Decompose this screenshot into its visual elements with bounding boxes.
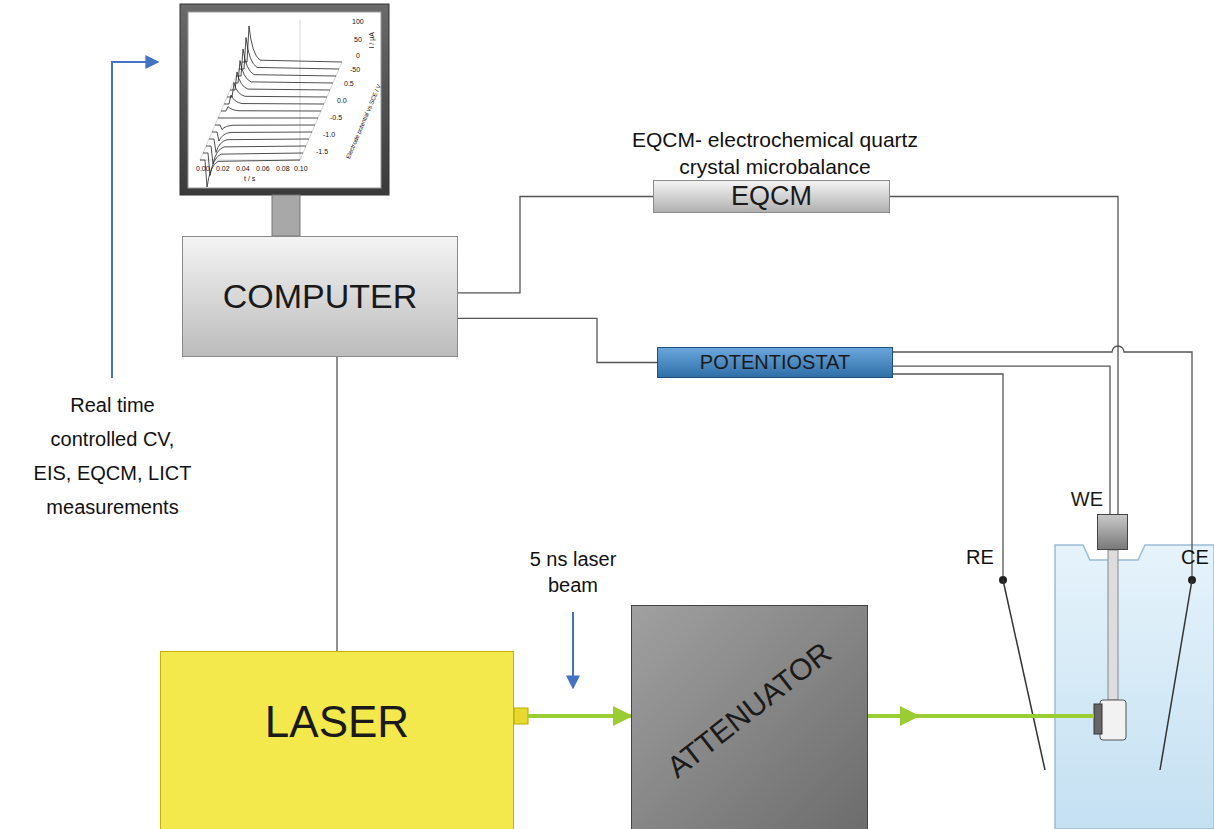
monitor-stand — [272, 195, 300, 236]
electrode-rod — [1108, 550, 1118, 700]
axis-label: 0.10 — [294, 165, 308, 174]
axis-label: -1.5 — [316, 148, 328, 157]
annotation-arrow — [112, 62, 158, 378]
axis-label: -0.5 — [330, 114, 342, 123]
reference-electrode — [1003, 580, 1045, 770]
annotation-arrow — [572, 612, 574, 688]
axis-label: 0.0 — [337, 97, 347, 106]
electrochemical-cell — [1055, 545, 1214, 829]
axis-label: 0.5 — [344, 80, 354, 89]
node-label: EQCM — [731, 181, 812, 212]
axis-label: 0.04 — [236, 165, 250, 174]
wire — [336, 357, 337, 651]
wire — [893, 374, 1003, 576]
axis-label: 0 — [356, 52, 360, 61]
wire — [890, 197, 1118, 515]
wire — [893, 366, 1110, 514]
laser-nozzle — [514, 708, 528, 724]
electrode-face — [1094, 704, 1102, 734]
node-label: WE — [1071, 488, 1103, 511]
node-label: COMPUTER — [223, 277, 418, 316]
node-label: ATTENUATOR — [661, 636, 838, 785]
axis-label: 50 — [354, 36, 362, 45]
laser-beam — [528, 714, 631, 718]
laser-beam — [868, 714, 910, 718]
axis-label: 0.02 — [216, 165, 230, 174]
electrode-box: WE — [1097, 514, 1128, 550]
laser-box: LASER — [160, 651, 514, 829]
monitor-screen — [188, 12, 381, 188]
annotation-text: Real time controlled CV, EIS, EQCM, LICT… — [30, 388, 195, 524]
wire — [458, 318, 657, 362]
laser-beam — [906, 714, 1094, 718]
node-label: LASER — [265, 697, 409, 747]
instrument-box: EQCM — [653, 180, 890, 213]
electrode-holder — [1100, 700, 1126, 740]
annotation-text: EQCM- electrochemical quartz crystal mic… — [625, 126, 925, 181]
axis-label: I / μA — [368, 32, 377, 48]
chart-traces — [200, 20, 342, 187]
axis-label: 0.06 — [256, 165, 270, 174]
counter-electrode — [1160, 580, 1192, 770]
wire — [458, 197, 653, 293]
node-label: POTENTIOSTAT — [700, 351, 850, 374]
attenuator-box: ATTENUATOR — [631, 605, 868, 829]
axis-label: 100 — [352, 18, 364, 27]
wire — [893, 346, 1192, 576]
instrument-box: POTENTIOSTAT — [657, 347, 893, 378]
axis-label: -1.0 — [323, 131, 335, 140]
computer-box: COMPUTER — [182, 236, 458, 357]
axis-label: t / s — [244, 175, 255, 184]
annotation-text: 5 ns laser beam — [524, 546, 622, 598]
axis-label: 0.08 — [276, 165, 290, 174]
electrode-label: CE — [1181, 545, 1209, 570]
electrode-label: RE — [966, 545, 994, 570]
monitor-frame — [180, 4, 389, 195]
axis-label: 0.00 — [196, 165, 210, 174]
axis-label: -50 — [350, 66, 360, 75]
